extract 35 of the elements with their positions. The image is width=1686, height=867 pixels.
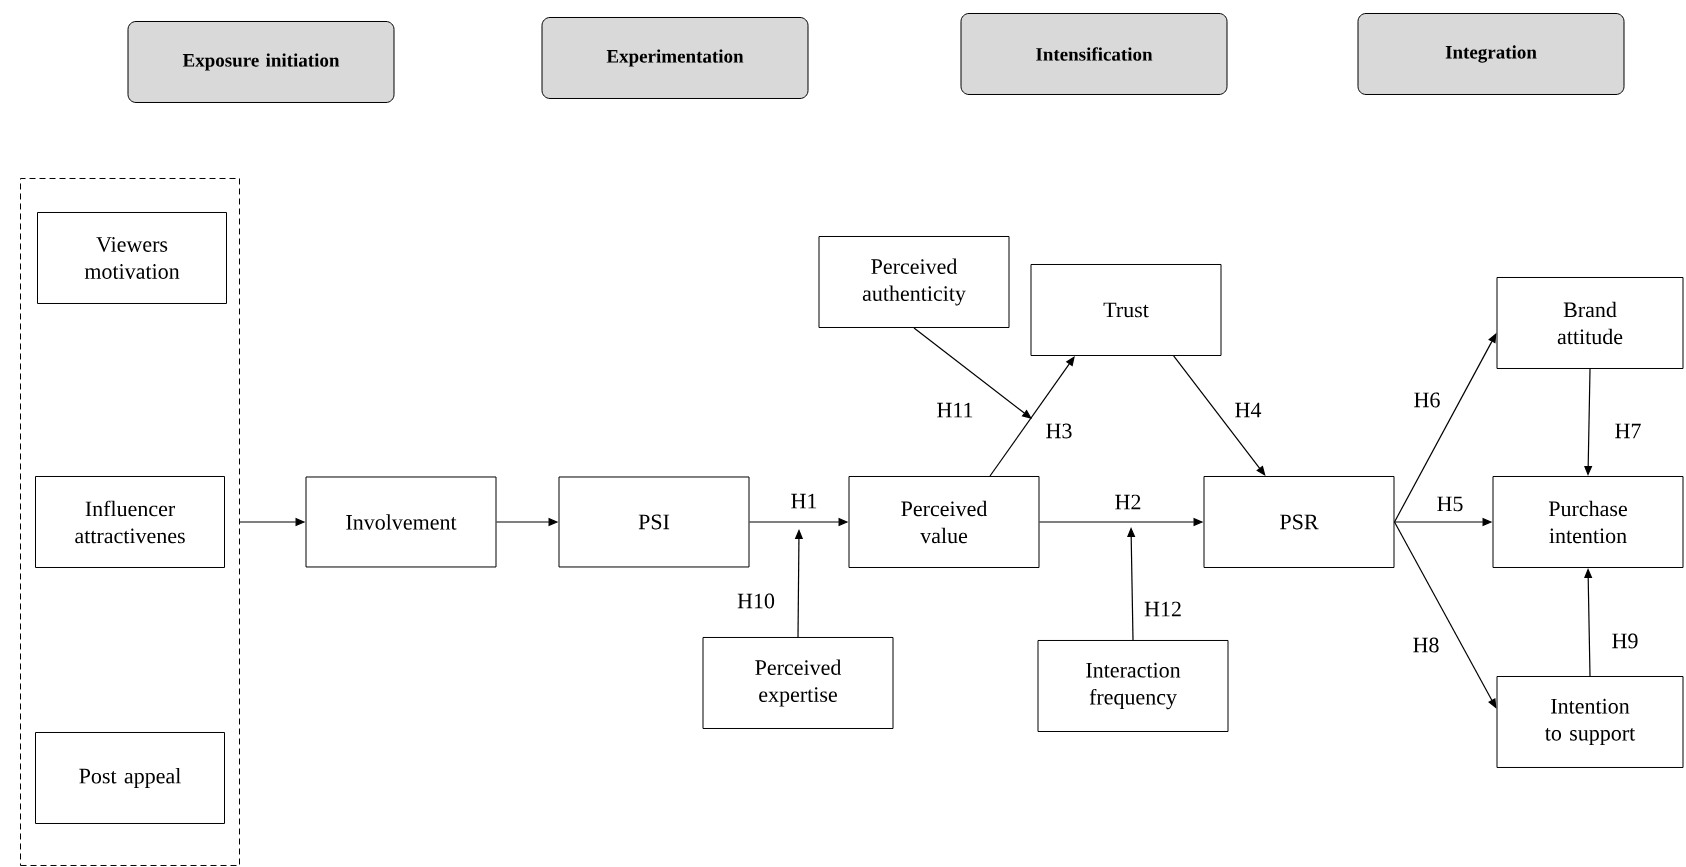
arrow [1393, 521, 1497, 709]
edge-label: H11 [935, 401, 975, 419]
edge-label: H3 [1044, 422, 1074, 440]
phase-box: Exposure initiation [127, 21, 395, 103]
edge-label: H9 [1610, 632, 1640, 650]
edge-label: H6 [1412, 391, 1442, 409]
edge-label: H4 [1233, 401, 1263, 419]
concept-box: Perceived value [848, 476, 1040, 568]
concept-box: Intention to support [1496, 676, 1684, 768]
concept-box: Trust [1030, 264, 1222, 356]
edge-label: H1 [789, 492, 819, 510]
concept-box: Brand attitude [1496, 277, 1684, 369]
phase-box: Experimentation [541, 17, 809, 99]
dashed-group-box [20, 178, 240, 866]
phase-box: Intensification [960, 13, 1228, 95]
edge-label: H8 [1411, 636, 1441, 654]
edge-label: H5 [1435, 495, 1465, 513]
edge-label: H10 [736, 592, 776, 610]
concept-box: Interaction frequency [1037, 640, 1229, 732]
concept-box: Viewers motivation [37, 212, 227, 304]
edge-label: H7 [1613, 422, 1643, 440]
arrow [913, 327, 1032, 419]
concept-box: Perceived expertise [702, 637, 894, 729]
concept-box: Post appeal [35, 732, 225, 824]
concept-box: PSR [1203, 476, 1395, 568]
edge-label: H12 [1143, 600, 1183, 618]
concept-box: Purchase intention [1492, 476, 1684, 568]
arrow [1173, 355, 1266, 476]
concept-box: Influencer attractivenes [35, 476, 225, 568]
arrow [989, 356, 1075, 477]
concept-box: Perceived authenticity [818, 236, 1010, 328]
phase-box: Integration [1357, 13, 1625, 95]
concept-box: Involvement [305, 476, 497, 568]
concept-box: PSI [558, 476, 750, 568]
edge-label: H2 [1113, 493, 1143, 511]
